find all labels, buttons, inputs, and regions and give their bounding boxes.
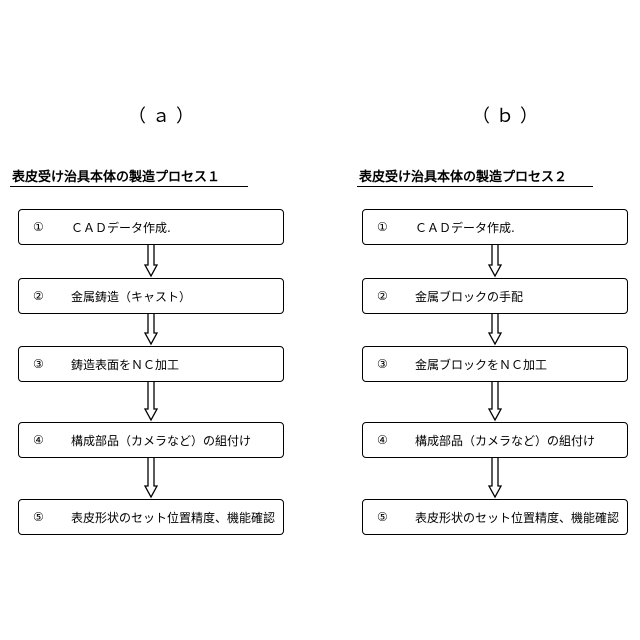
down-arrow-icon bbox=[489, 314, 501, 344]
down-arrow-icon bbox=[489, 245, 501, 276]
down-arrow-icon bbox=[145, 382, 157, 420]
down-arrow-icon bbox=[145, 245, 157, 276]
down-arrow-icon bbox=[145, 314, 157, 344]
down-arrow-icon bbox=[489, 382, 501, 420]
down-arrow-icon bbox=[489, 458, 501, 497]
down-arrow-icon bbox=[145, 458, 157, 497]
